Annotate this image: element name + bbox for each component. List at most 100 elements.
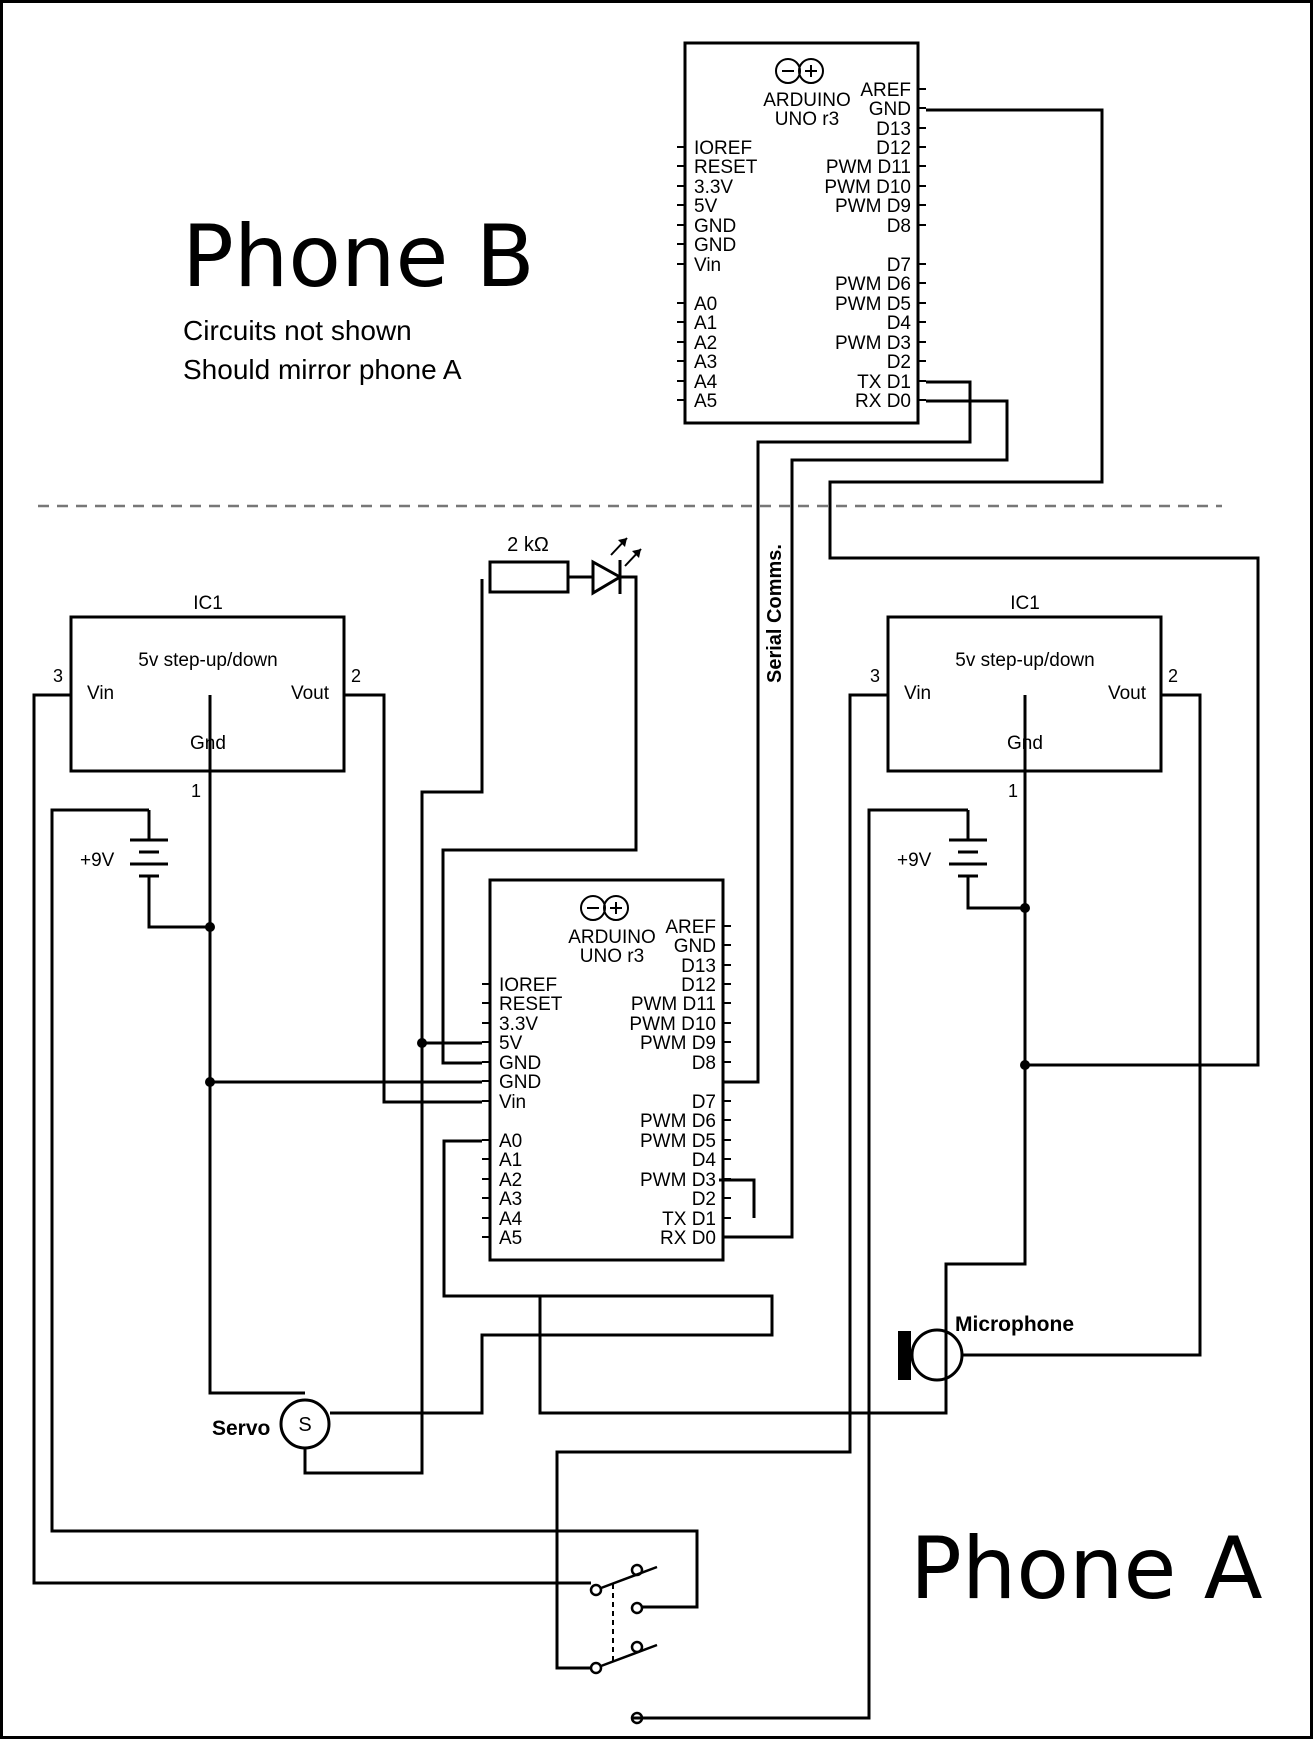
regulator-pin-gnd: 1 xyxy=(1008,781,1018,801)
regulator-left: IC1 5v step-up/down Vin Vout Gnd 3 2 1 xyxy=(53,593,361,801)
arduino-pin-label: PWM D10 xyxy=(629,1014,716,1035)
arduino-pin-label: A3 xyxy=(499,1189,522,1210)
arduino-pin-label: GND xyxy=(694,216,736,237)
resistor-icon xyxy=(488,560,570,594)
serial-comms-label: Serial Comms. xyxy=(764,544,786,683)
arduino-pin-label: GND xyxy=(499,1053,541,1074)
regulator-vin: Vin xyxy=(904,683,931,704)
regulator-pin-vin: 3 xyxy=(870,666,880,686)
regulator-vout: Vout xyxy=(1108,683,1147,704)
regulator-right: IC1 5v step-up/down Vin Vout Gnd 3 2 1 xyxy=(870,593,1178,801)
battery-label-right: +9V xyxy=(897,850,932,871)
arduino-pin-label: A0 xyxy=(499,1131,522,1152)
arduino-pin-label: PWM D3 xyxy=(835,333,911,354)
phone-a-title: Phone A xyxy=(910,1519,1263,1619)
servo-symbol: S xyxy=(298,1414,311,1436)
regulator-ref: IC1 xyxy=(193,593,223,614)
phone-b-note-line1: Circuits not shown xyxy=(183,315,412,346)
microphone-label: Microphone xyxy=(955,1313,1074,1336)
arduino-pin-label: GND xyxy=(694,235,736,256)
phone-b-title: Phone B xyxy=(182,207,535,307)
arduino-pin-label: A1 xyxy=(694,313,717,334)
arduino-pin-labels: IOREFRESET3.3V5VGNDGNDVinA0A1A2A3A4A5ARE… xyxy=(499,917,716,1249)
arduino-pin-label: A4 xyxy=(694,372,718,393)
arduino-pin-label: D8 xyxy=(887,216,911,237)
arduino-pin-label: A5 xyxy=(499,1228,522,1249)
arduino-pin-label: PWM D5 xyxy=(835,294,911,315)
regulator-pin-vout: 2 xyxy=(351,666,361,686)
arduino-model: UNO r3 xyxy=(775,109,839,130)
arduino-pin-label: PWM D3 xyxy=(640,1170,716,1191)
arduino-pin-label: D8 xyxy=(692,1053,716,1074)
arduino-pin-label: D4 xyxy=(887,313,912,334)
arduino-pin-label: PWM D11 xyxy=(826,157,911,178)
regulator-pin-vin: 3 xyxy=(53,666,63,686)
arduino-pin-label: PWM D6 xyxy=(640,1111,716,1132)
regulator-ref: IC1 xyxy=(1010,593,1040,614)
servo-label: Servo xyxy=(212,1417,270,1440)
arduino-pin-label: A2 xyxy=(694,333,717,354)
arduino-pin-label: Vin xyxy=(499,1092,526,1113)
arduino-pin-label: D7 xyxy=(887,255,911,276)
phone-a-wiring xyxy=(32,575,1202,1720)
arduino-pin-label: PWM D9 xyxy=(640,1033,716,1054)
arduino-pin-label: D13 xyxy=(681,956,716,977)
led-icon xyxy=(591,537,642,596)
arduino-pin-label: A4 xyxy=(499,1209,523,1230)
arduino-pin-label: D12 xyxy=(681,975,716,996)
arduino-pin-label: D13 xyxy=(876,119,911,140)
arduino-pin-label: 5V xyxy=(694,196,718,217)
arduino-pin-label: PWM D6 xyxy=(835,274,911,295)
arduino-model: UNO r3 xyxy=(580,946,644,967)
arduino-pin-label: RESET xyxy=(499,994,563,1015)
resistor-label: 2 kΩ xyxy=(507,534,549,556)
arduino-pin-label: RX D0 xyxy=(660,1228,716,1249)
arduino-pin-label: GND xyxy=(869,99,911,120)
arduino-pin-label: RX D0 xyxy=(855,391,911,412)
junction-dot xyxy=(1020,1060,1030,1070)
dpdt-switch-icon xyxy=(589,1563,658,1725)
battery-icon xyxy=(130,810,168,878)
arduino-pin-label: D2 xyxy=(887,352,911,373)
arduino-pin-label: AREF xyxy=(860,80,911,101)
regulator-pin-vout: 2 xyxy=(1168,666,1178,686)
microphone-icon xyxy=(898,1328,964,1382)
arduino-phone-a: ARDUINO UNO r3 IOREFRESET3.3V5VGNDGNDVin… xyxy=(480,878,733,1262)
arduino-pin-label: D7 xyxy=(692,1092,716,1113)
arduino-brand: ARDUINO xyxy=(763,90,851,111)
arduino-pin-label: GND xyxy=(674,936,716,957)
arduino-pin-label: D2 xyxy=(692,1189,716,1210)
arduino-pin-label: A3 xyxy=(694,352,717,373)
arduino-pin-label: D4 xyxy=(692,1150,717,1171)
arduino-pin-label: TX D1 xyxy=(857,372,911,393)
arduino-pin-label: 3.3V xyxy=(499,1014,538,1035)
junction-dot xyxy=(205,922,215,932)
arduino-brand: ARDUINO xyxy=(568,927,656,948)
regulator-desc: 5v step-up/down xyxy=(955,650,1094,671)
arduino-pin-label: Vin xyxy=(694,255,721,276)
arduino-pin-label: PWM D10 xyxy=(824,177,911,198)
arduino-pin-labels: IOREFRESET3.3V5VGNDGNDVinA0A1A2A3A4A5ARE… xyxy=(694,80,911,412)
arduino-pin-label: A1 xyxy=(499,1150,522,1171)
arduino-pin-label: 3.3V xyxy=(694,177,733,198)
regulator-desc: 5v step-up/down xyxy=(138,650,277,671)
arduino-pin-label: GND xyxy=(499,1072,541,1093)
regulator-pin-gnd: 1 xyxy=(191,781,201,801)
regulator-vin: Vin xyxy=(87,683,114,704)
arduino-pin-label: PWM D5 xyxy=(640,1131,716,1152)
arduino-pin-label: D12 xyxy=(876,138,911,159)
regulator-vout: Vout xyxy=(291,683,330,704)
arduino-pin-label: TX D1 xyxy=(662,1209,716,1230)
battery-label-left: +9V xyxy=(80,850,115,871)
arduino-pin-label: IOREF xyxy=(499,975,557,996)
junction-dot xyxy=(1020,903,1030,913)
arduino-pin-label: PWM D11 xyxy=(631,994,716,1015)
arduino-pin-label: IOREF xyxy=(694,138,752,159)
arduino-pin-label: A5 xyxy=(694,391,717,412)
regulator-gnd: Gnd xyxy=(190,733,226,754)
junction-dot xyxy=(417,1038,427,1048)
arduino-pin-label: AREF xyxy=(665,917,716,938)
phone-b-note-line2: Should mirror phone A xyxy=(183,354,462,385)
